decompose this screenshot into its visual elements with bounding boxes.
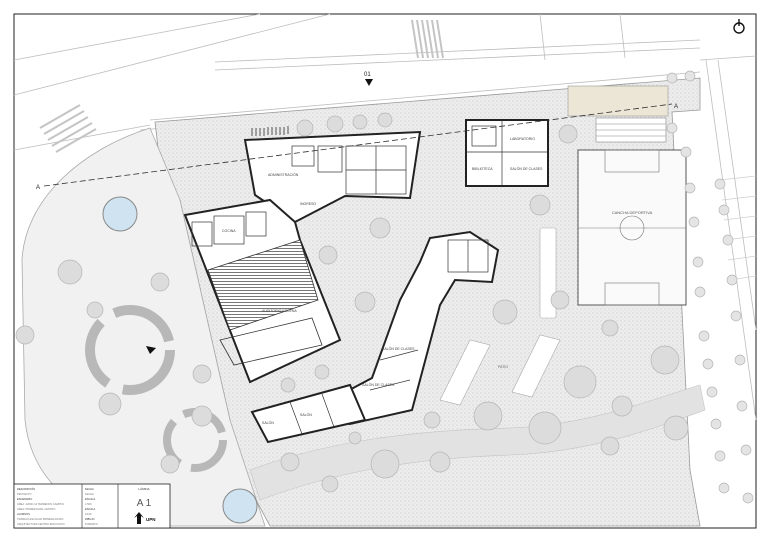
admin-building: ADMINISTRACIÓN INGRESO bbox=[243, 130, 422, 224]
tb-col2-line-6: 1/100 bbox=[85, 512, 92, 516]
tb-col1-line-2: PROYECTO bbox=[17, 492, 32, 496]
section-marker-left: A bbox=[36, 185, 40, 191]
tb-col1-line-7: TRABAJO ESCOLAR PRIMERA ETAPA bbox=[17, 517, 64, 521]
admin-label: ADMINISTRACIÓN bbox=[268, 172, 299, 177]
fountain-south bbox=[222, 488, 258, 524]
classroom-b-label: SALÓN DE CLASES bbox=[382, 346, 415, 351]
classroom-a-label: SALÓN DE CLASES bbox=[510, 166, 543, 171]
auditorium-building: AUDITORIO ESCENA COCINA bbox=[183, 198, 342, 384]
tb-col2-line-7: DIBUJO bbox=[85, 517, 95, 521]
tb-col2-line-5: ESCALA bbox=[85, 507, 96, 511]
entry-label: INGRESO bbox=[300, 202, 316, 206]
crosswalk-left bbox=[39, 104, 97, 153]
central-classroom-wing: SALÓN DE CLASES SALÓN DE CLASES bbox=[338, 230, 500, 426]
tb-col1-line-8: ARQUITECTURA CENTRO EDUCATIVO bbox=[17, 522, 65, 526]
section-line-a bbox=[43, 103, 673, 187]
view-arrow-plaza bbox=[146, 346, 156, 354]
tb-col2-line-8: FORMATO bbox=[85, 522, 98, 526]
tb-col2-line-3: ESCALA bbox=[85, 497, 96, 501]
south-walkway bbox=[249, 384, 706, 501]
tb-col2-line-1: FECHA bbox=[85, 487, 94, 491]
sheet-label: LÁMINA bbox=[138, 487, 149, 491]
tb-col1-line-1: DESCRIPCIÓN bbox=[17, 486, 35, 491]
section-marker-top: 01 bbox=[364, 72, 371, 78]
lab-a-label: LABORATORIO bbox=[510, 137, 535, 141]
tb-col1-line-5: ÁREA: PRIMER NIVEL CENTRO bbox=[17, 507, 55, 511]
north-arrow-icon bbox=[733, 19, 745, 34]
bike-rack bbox=[251, 126, 289, 136]
sports-field: CANCHA DEPORTIVA bbox=[577, 149, 687, 306]
title-block: DESCRIPCIÓN PROYECTO ESCENARIO ÁREA: 120… bbox=[13, 483, 171, 529]
sports-field-label: CANCHA DEPORTIVA bbox=[612, 210, 653, 215]
tb-col1-line-6: ALUMNOS bbox=[17, 512, 30, 516]
classroom-c-label: SALÓN DE CLASES bbox=[362, 382, 395, 387]
assembly-hall-label: AUDITORIO ESCENA bbox=[262, 309, 297, 313]
section-arrow-top bbox=[365, 79, 373, 86]
bleachers bbox=[595, 117, 667, 143]
logo-text: UPN bbox=[146, 517, 156, 522]
fountain-north bbox=[102, 196, 138, 232]
section-marker-right: A bbox=[674, 104, 678, 110]
kitchen-label: COCINA bbox=[222, 229, 236, 233]
street-trees bbox=[666, 70, 754, 504]
plaza-label: PATIO bbox=[498, 365, 508, 369]
crosswalk-top bbox=[411, 19, 444, 59]
sheet-id: A 1 bbox=[137, 498, 152, 509]
tb-col2-line-4: 1:500 bbox=[85, 502, 92, 506]
classroom-e-label: SALÓN bbox=[300, 412, 312, 417]
tb-col1-line-3: ESCENARIO bbox=[17, 497, 32, 501]
sw-classroom-row: SALÓN SALÓN bbox=[250, 383, 367, 444]
tb-col1-line-4: ÁREA: 12000 m2 TERRENOS CAMPUS bbox=[17, 502, 64, 506]
logo-icon bbox=[134, 512, 144, 524]
playground bbox=[567, 85, 669, 117]
tree-canopy bbox=[15, 112, 689, 493]
library-label: BIBLIOTECA bbox=[472, 167, 493, 171]
tb-col2-line-2: FECHA bbox=[85, 492, 94, 496]
ne-classroom-building: LABORATORIO SALÓN DE CLASES BIBLIOTECA bbox=[465, 119, 549, 187]
classroom-d-label: SALÓN bbox=[262, 420, 274, 425]
